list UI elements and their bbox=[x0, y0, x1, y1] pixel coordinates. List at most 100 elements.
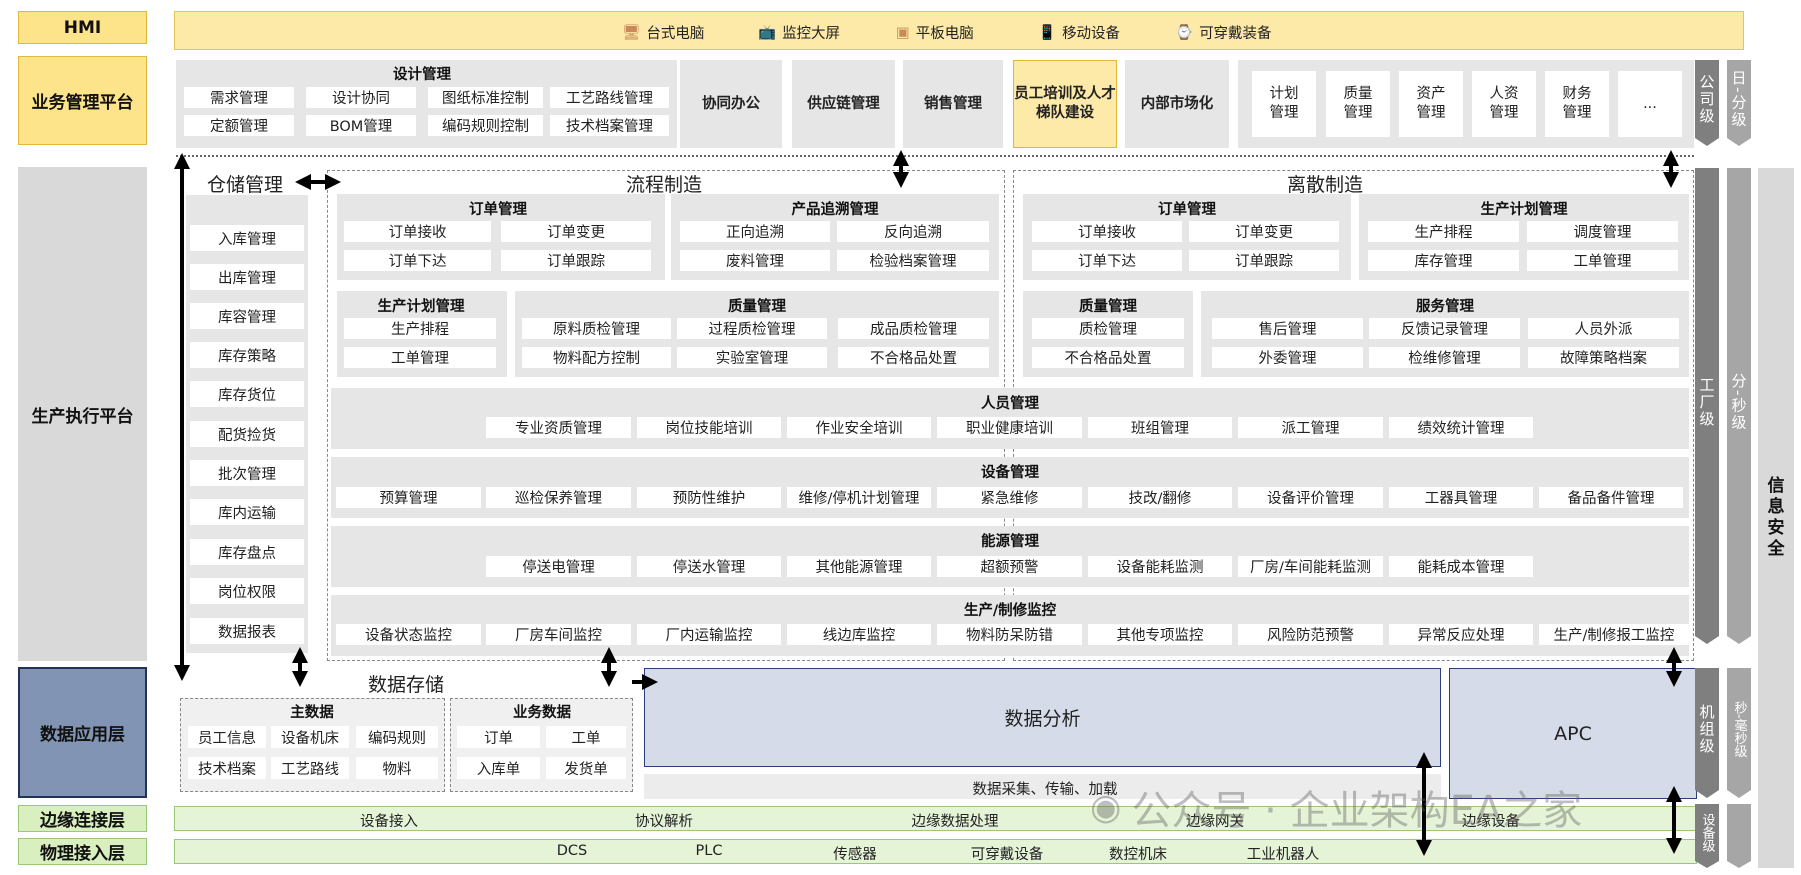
master-data-item: 设备机床 bbox=[271, 726, 349, 748]
analysis-box: 数据分析 bbox=[644, 668, 1441, 767]
monitor-item: 其他专项监控 bbox=[1088, 624, 1232, 645]
phys-bar bbox=[174, 839, 1697, 864]
equipment-item: 备品备件管理 bbox=[1539, 487, 1683, 508]
design-item: 图纸标准控制 bbox=[428, 87, 543, 108]
phys-item: 可穿戴设备 bbox=[970, 847, 1044, 863]
discrete-service-item: 售后管理 bbox=[1212, 318, 1363, 339]
warehouse-item: 批次管理 bbox=[190, 460, 304, 486]
design-item: 编码规则控制 bbox=[428, 115, 543, 136]
equipment-item: 巡检保养管理 bbox=[486, 487, 631, 508]
personnel-item: 专业资质管理 bbox=[486, 417, 631, 438]
design-item: 设计协同 bbox=[306, 87, 416, 108]
discrete-order-item: 订单跟踪 bbox=[1189, 250, 1339, 271]
tag-unit: 机组级 bbox=[1697, 703, 1716, 755]
process-trace-item: 废料管理 bbox=[680, 250, 830, 271]
tag-secms: 秒-毫秒级 bbox=[1731, 700, 1747, 758]
edge-layer-label: 边缘连接层 bbox=[18, 805, 147, 832]
energy-item: 超额预警 bbox=[937, 556, 1082, 577]
biz-data-item: 工单 bbox=[546, 726, 626, 748]
tablet-icon: ▣ bbox=[896, 24, 910, 41]
monitor-item: 异常反应处理 bbox=[1389, 624, 1533, 645]
edge-bar bbox=[174, 806, 1697, 831]
biz-data-item: 发货单 bbox=[546, 757, 626, 779]
design-title: 设计管理 bbox=[393, 67, 451, 83]
hmi-bar bbox=[174, 11, 1744, 50]
process-plan-item: 工单管理 bbox=[344, 347, 496, 368]
apc-box: APC bbox=[1449, 668, 1697, 799]
warehouse-item: 配货捡货 bbox=[190, 421, 304, 447]
small-biz-item: 计划管理 bbox=[1252, 71, 1316, 137]
equipment-item: 设备评价管理 bbox=[1238, 487, 1383, 508]
collect-label: 数据采集、传输、加载 bbox=[972, 782, 1118, 798]
personnel-title: 人员管理 bbox=[981, 396, 1039, 412]
discrete-plan-title: 生产计划管理 bbox=[1480, 202, 1568, 218]
process-trace-item: 检验档案管理 bbox=[837, 250, 989, 271]
warehouse-item: 出库管理 bbox=[190, 264, 304, 290]
discrete-order-item: 订单下达 bbox=[1032, 250, 1182, 271]
right-tag-shapes bbox=[1695, 60, 1751, 868]
wechat-icon: ◉ bbox=[1090, 786, 1122, 828]
edge-item: 设备接入 bbox=[360, 814, 418, 830]
monitor-icon: 📺 bbox=[758, 25, 777, 41]
equipment-item: 预算管理 bbox=[336, 487, 481, 508]
tag-company: 公司级 bbox=[1697, 73, 1716, 125]
process-quality-item: 过程质检管理 bbox=[677, 318, 827, 339]
energy-item: 设备能耗监测 bbox=[1088, 556, 1232, 577]
master-data-item: 技术档案 bbox=[188, 757, 266, 779]
desktop-icon: 🖥 bbox=[622, 25, 641, 41]
biz-data-title: 业务数据 bbox=[513, 705, 571, 721]
personnel-item: 派工管理 bbox=[1238, 417, 1383, 438]
small-biz-item: 质量管理 bbox=[1326, 71, 1390, 137]
monitor-item: 物料防呆防错 bbox=[937, 624, 1082, 645]
design-item: 需求管理 bbox=[184, 87, 294, 108]
discrete-plan-item: 库存管理 bbox=[1368, 250, 1519, 271]
process-order-item: 订单变更 bbox=[501, 221, 651, 242]
tag-device: 设备级 bbox=[1699, 813, 1715, 852]
discrete-service-item: 外委管理 bbox=[1212, 347, 1363, 368]
energy-item: 厂房/车间能耗监测 bbox=[1238, 556, 1383, 577]
process-quality-item: 原料质检管理 bbox=[522, 318, 671, 339]
equipment-title: 设备管理 bbox=[981, 465, 1039, 481]
discrete-plan-item: 调度管理 bbox=[1527, 221, 1678, 242]
market-box: 内部市场化 bbox=[1125, 60, 1229, 148]
equipment-item: 预防性维护 bbox=[637, 487, 781, 508]
discrete-title: 离散制造 bbox=[1286, 174, 1364, 196]
dotted-separator bbox=[176, 155, 1694, 157]
hmi-tablet: ▣平板电脑 bbox=[896, 24, 974, 43]
watermark: ◉ 公众号 · 企业架构EA之家 bbox=[1090, 786, 1583, 835]
phys-item: DCS bbox=[556, 843, 588, 859]
energy-item: 能耗成本管理 bbox=[1389, 556, 1533, 577]
office-box: 协同办公 bbox=[680, 60, 782, 148]
discrete-service-item: 反馈记录管理 bbox=[1369, 318, 1520, 339]
personnel-item: 岗位技能培训 bbox=[637, 417, 781, 438]
warehouse-item: 库内运输 bbox=[190, 499, 304, 525]
monitor-item: 厂房车间监控 bbox=[486, 624, 631, 645]
discrete-quality-item: 不合格品处置 bbox=[1032, 347, 1184, 368]
master-data-title: 主数据 bbox=[290, 705, 334, 721]
warehouse-item: 库存货位 bbox=[190, 381, 304, 407]
tag-security: 信息安全 bbox=[1758, 168, 1794, 868]
warehouse-item: 库存策略 bbox=[190, 342, 304, 368]
personnel-item: 绩效统计管理 bbox=[1389, 417, 1533, 438]
master-data-item: 物料 bbox=[356, 757, 438, 779]
phys-item: 数控机床 bbox=[1109, 847, 1167, 863]
tag-minsec: 分-秒级 bbox=[1729, 372, 1748, 432]
discrete-service-item: 人员外派 bbox=[1528, 318, 1679, 339]
design-item: BOM管理 bbox=[306, 115, 416, 136]
design-item: 工艺路线管理 bbox=[550, 87, 669, 108]
energy-item: 其他能源管理 bbox=[787, 556, 931, 577]
biz-data-item: 入库单 bbox=[457, 757, 540, 779]
warehouse-item: 数据报表 bbox=[190, 618, 304, 644]
discrete-order-title: 订单管理 bbox=[1158, 202, 1216, 218]
process-trace-item: 正向追溯 bbox=[680, 221, 830, 242]
energy-title: 能源管理 bbox=[981, 534, 1039, 550]
wearable-icon: ⌚ bbox=[1175, 25, 1194, 41]
energy-item: 停送水管理 bbox=[637, 556, 781, 577]
equipment-item: 紧急维修 bbox=[937, 487, 1082, 508]
monitor-item: 设备状态监控 bbox=[336, 624, 481, 645]
discrete-order-item: 订单接收 bbox=[1032, 221, 1182, 242]
mobile-icon: 📱 bbox=[1038, 25, 1057, 41]
collect-bar bbox=[644, 774, 1441, 799]
personnel-item: 作业安全培训 bbox=[787, 417, 931, 438]
